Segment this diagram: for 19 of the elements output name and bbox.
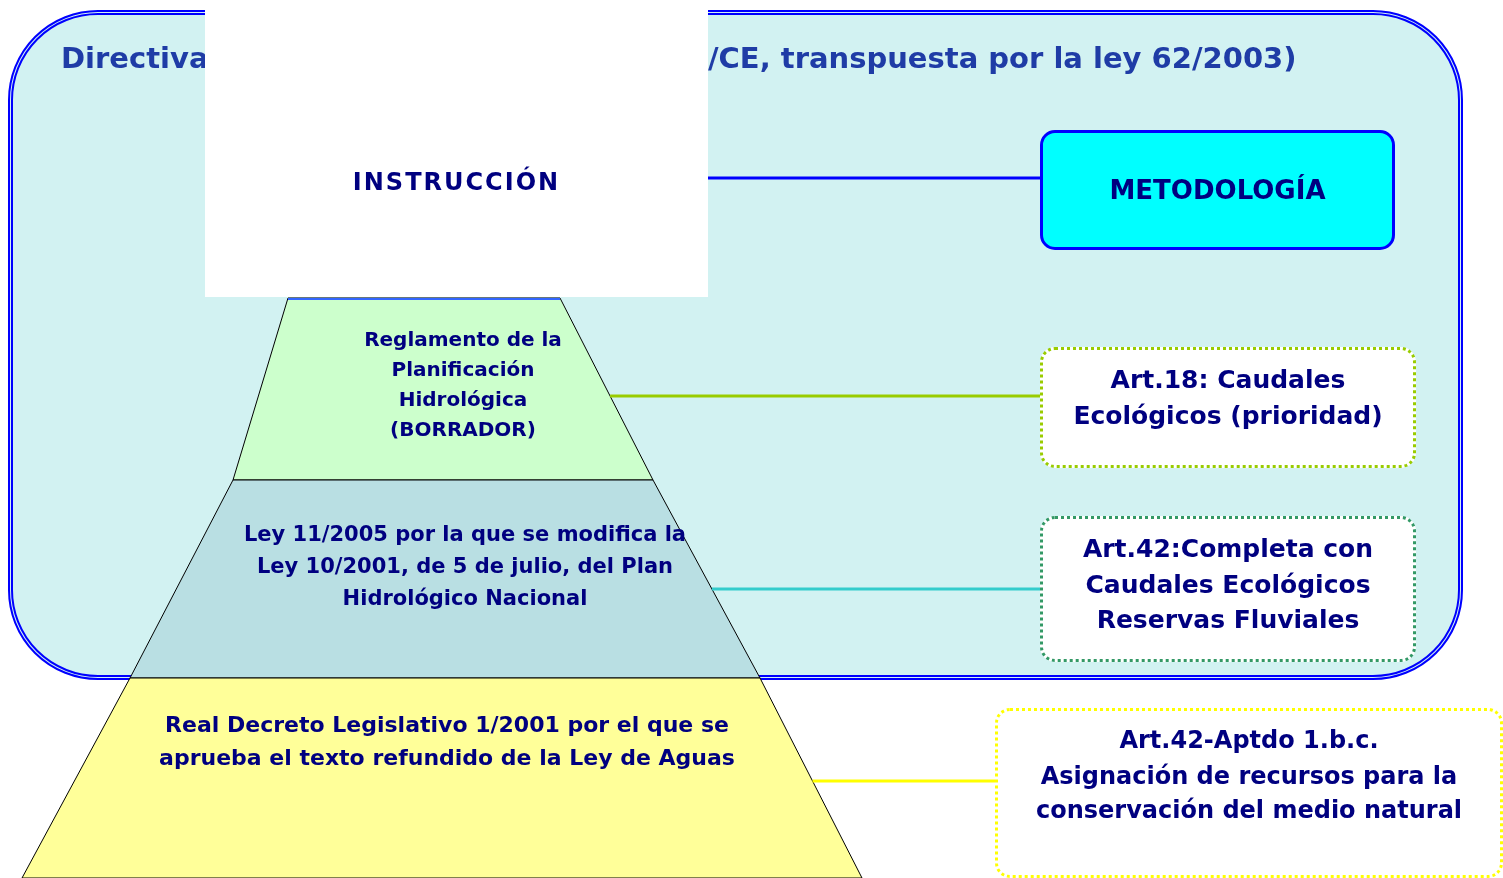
article-box xyxy=(1040,347,1416,468)
article-box xyxy=(1040,516,1416,662)
article-text: Art.18: Caudales Ecológicos (prioridad) xyxy=(1072,364,1384,432)
level-text: Ley 11/2005 por la que se modifica la Ley 10/2001, de 5 de julio, del Plan Hidrológico Nacional xyxy=(242,521,688,612)
connector-line xyxy=(708,176,1040,180)
level-text: Reglamento de la Planificación Hidrológica (BORRADOR) xyxy=(363,326,563,443)
directive-title: Directiva xyxy=(61,41,209,75)
article-box xyxy=(995,708,1503,878)
box-label: INSTRUCCIÓN xyxy=(351,168,562,196)
methodology-box xyxy=(1040,130,1395,250)
article-text: Asignación de recursos para la conservación del medio natural xyxy=(1034,761,1464,827)
connector-line xyxy=(610,394,1040,398)
article-text: Art.42:Completa con Caudales Ecológicos Reservas Fluviales xyxy=(1081,533,1375,636)
level-text: Real Decreto Legislativo 1/2001 por el que se aprueba el texto refundido de la Ley de Aguas xyxy=(158,711,736,772)
directive-title: /CE, transpuesta por la ley 62/2003) xyxy=(708,41,1297,75)
connector-line xyxy=(711,587,1040,591)
box-label: METODOLOGÍA xyxy=(1108,175,1327,207)
article-text: Art.42-Aptdo 1.b.c. xyxy=(1118,725,1380,756)
connector-line xyxy=(812,779,995,783)
